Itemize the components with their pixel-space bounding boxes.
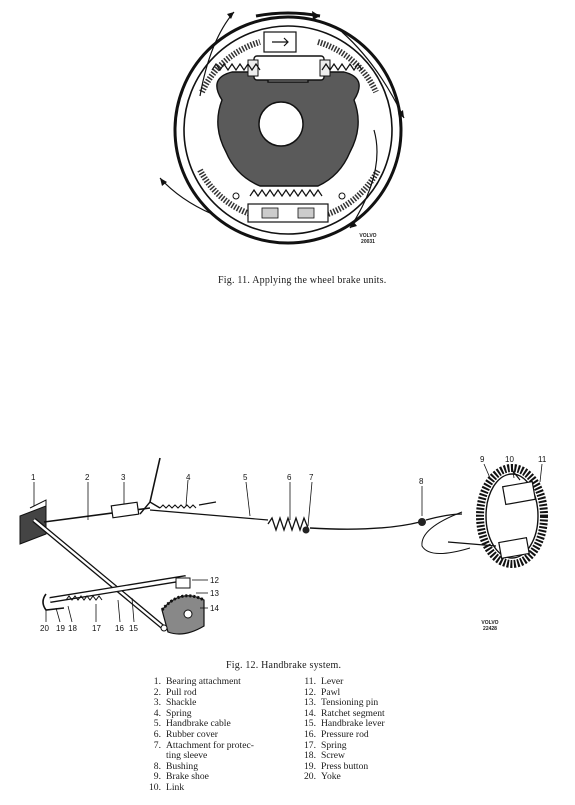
legend-item: 1.Bearing attachment [153,676,241,687]
legend-item: 19.Press button [304,760,369,772]
legend-item: 5.Handbrake cable [153,718,231,730]
legend-right: 11.Lever 12.Pawl 13.Tensioning pin 14.Ra… [300,676,385,783]
legend-item: 12.Pawl [304,686,341,698]
legend-item: ting sleeve [166,750,208,762]
callout-7: 7 [309,473,314,482]
stamp-brand: VOLVO [481,620,499,626]
stamp-code: 22428 [483,626,497,632]
volvo-stamp-fig11: VOLVO 20031 [356,233,380,245]
legend-item: 13.Tensioning pin [304,697,379,709]
callout-16: 16 [115,624,124,633]
callout-6: 6 [287,473,292,482]
legend-item: 4.Spring [153,707,192,719]
legend-item: 17.Spring [304,739,347,751]
legend-item: 2.Pull rod [153,686,197,698]
legend-item: 14.Ratchet segment [304,707,385,719]
volvo-stamp-fig12: VOLVO 22428 [478,620,502,632]
callout-12: 12 [210,576,219,585]
legend-item: 7.Attachment for protec- [153,739,254,751]
callout-13: 13 [210,589,219,598]
callout-5: 5 [243,473,248,482]
legend-item: 3.Shackle [153,697,197,709]
legend-item: 20.Yoke [304,771,341,783]
legend-item: 9.Brake shoe [153,771,209,783]
callout-14: 14 [210,604,219,613]
fig12-caption: Fig. 12. Handbrake system. [226,660,342,671]
legend-left: 1.Bearing attachment 2.Pull rod 3.Shackl… [145,676,254,794]
callout-1: 1 [31,473,36,482]
wheel-brake-diagram [159,11,405,245]
callout-9: 9 [480,455,485,464]
legend-item: 8.Bushing [153,760,198,772]
legend-item: 18.Screw [304,750,345,762]
callout-8: 8 [419,477,424,486]
legend-item: 6.Rubber cover [153,728,218,740]
callout-20: 20 [40,624,49,633]
legend-item: 10.Link [149,781,185,793]
callout-17: 17 [92,624,101,633]
callout-18: 18 [68,624,77,633]
callout-11: 11 [538,455,547,464]
callout-15: 15 [129,624,138,633]
stamp-brand: VOLVO [359,233,377,239]
callout-10: 10 [505,455,514,464]
callout-19: 19 [56,624,65,633]
callout-2: 2 [85,473,90,482]
callout-4: 4 [186,473,191,482]
handbrake-diagram: 1 2 3 4 5 6 7 8 9 10 11 12 13 14 20 19 1… [19,455,548,635]
callout-3: 3 [121,473,126,482]
legend-item: 16.Pressure rod [304,728,369,740]
legend-item: 15.Handbrake lever [304,718,385,730]
legend-item: 11.Lever [304,676,344,687]
stamp-code: 20031 [361,239,375,245]
fig11-caption: Fig. 11. Applying the wheel brake units. [218,275,387,286]
